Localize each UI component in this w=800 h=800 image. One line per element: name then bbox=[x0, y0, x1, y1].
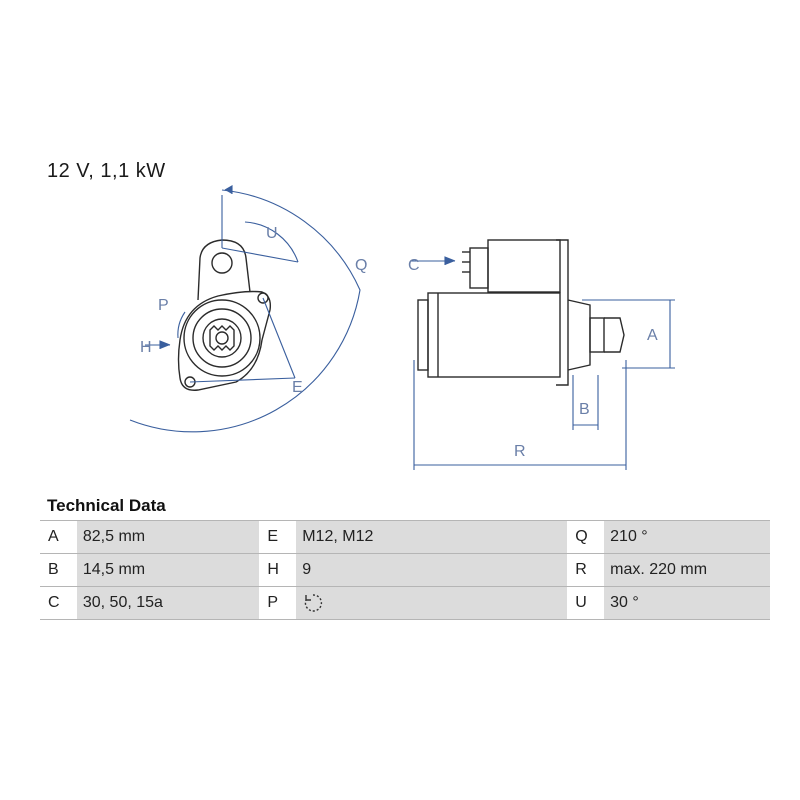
spec-key: R bbox=[567, 553, 605, 587]
spec-value-rotation bbox=[296, 586, 568, 620]
label-a: A bbox=[647, 327, 658, 344]
spec-key: C bbox=[40, 586, 77, 620]
spec-value: 82,5 mm bbox=[76, 520, 260, 554]
spec-key: Q bbox=[567, 520, 605, 554]
label-r: R bbox=[514, 443, 526, 460]
label-u: U bbox=[266, 225, 278, 242]
spec-value: 9 bbox=[296, 553, 568, 587]
spec-value: 30 ° bbox=[604, 586, 770, 620]
spec-key: A bbox=[40, 520, 77, 554]
spec-value: M12, M12 bbox=[296, 520, 568, 554]
side-dimension-lines bbox=[410, 256, 675, 470]
spec-value: 14,5 mm bbox=[76, 553, 260, 587]
front-view bbox=[177, 239, 272, 391]
spec-value: 30, 50, 15a bbox=[76, 586, 260, 620]
spec-key: B bbox=[40, 553, 77, 587]
side-dimension-labels: C A B R bbox=[408, 257, 658, 460]
label-e: E bbox=[292, 379, 303, 396]
spec-key: H bbox=[259, 553, 297, 587]
table-row: A 82,5 mm E M12, M12 Q 210 ° bbox=[40, 520, 770, 554]
voltage-power-spec: 12 V, 1,1 kW bbox=[47, 160, 166, 182]
technical-data-table: A 82,5 mm E M12, M12 Q 210 ° B 14,5 mm H… bbox=[40, 520, 770, 620]
rotation-direction-icon bbox=[304, 594, 323, 612]
spec-key: U bbox=[567, 586, 605, 620]
label-h: H bbox=[140, 339, 152, 356]
table-row: C 30, 50, 15a P U 30 ° bbox=[40, 586, 770, 620]
label-p: P bbox=[158, 297, 169, 314]
side-view bbox=[417, 239, 625, 386]
technical-data-title: Technical Data bbox=[47, 496, 166, 515]
label-c: C bbox=[408, 257, 420, 274]
spec-value: 210 ° bbox=[604, 520, 770, 554]
label-q: Q bbox=[355, 257, 367, 274]
spec-key: P bbox=[259, 586, 297, 620]
front-dimension-lines bbox=[129, 185, 361, 433]
front-dimension-labels: U Q P H E bbox=[140, 225, 367, 396]
spec-key: E bbox=[259, 520, 297, 554]
table-row: B 14,5 mm H 9 R max. 220 mm bbox=[40, 553, 770, 587]
spec-value: max. 220 mm bbox=[604, 553, 770, 587]
label-b: B bbox=[579, 401, 590, 418]
